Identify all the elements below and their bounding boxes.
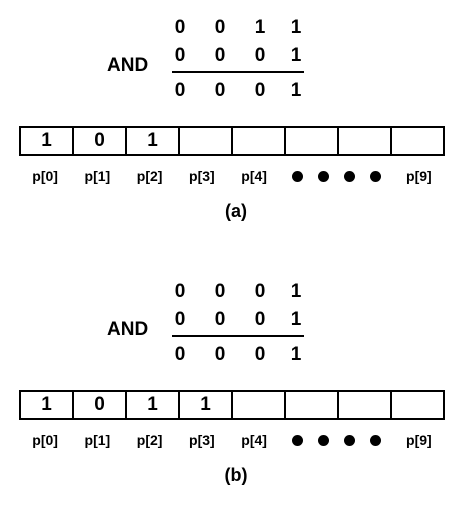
- operand-bit: 1: [290, 281, 302, 302]
- result-bit: 0: [214, 344, 226, 365]
- operand-bit: 0: [174, 309, 186, 330]
- index-label: p[0]: [32, 168, 58, 184]
- array-cell: [339, 392, 392, 418]
- result-bit: 0: [174, 344, 186, 365]
- dot-icon: [370, 170, 382, 182]
- dot-icon: [317, 434, 329, 446]
- array-cell: [286, 392, 339, 418]
- ellipsis-dots: [280, 430, 393, 450]
- result-bit: 0: [214, 80, 226, 101]
- operand-bit: 0: [174, 17, 186, 38]
- array-cell: 0: [74, 392, 127, 418]
- index-label: p[1]: [84, 168, 111, 184]
- and-operator-label: AND: [107, 55, 149, 76]
- operand-bit: 0: [214, 281, 226, 302]
- operand-2-row: 0 0 0 1: [170, 45, 310, 69]
- result-bit: 1: [290, 344, 302, 365]
- dot-icon: [317, 170, 329, 182]
- panel-b: AND 0 0 0 1 0 0 0 1 0 0 0 1 1 0 1 1 p[0]…: [0, 264, 472, 521]
- result-divider-line: [172, 335, 304, 337]
- operand-bit: 0: [214, 45, 226, 66]
- operand-bit: 1: [290, 45, 302, 66]
- array-p: 1 0 1 1: [19, 390, 445, 420]
- result-bit: 0: [254, 344, 266, 365]
- array-cell: 1: [21, 392, 74, 418]
- index-label: p[2]: [136, 432, 163, 448]
- array-cell: [392, 128, 443, 154]
- index-label: p[9]: [406, 168, 432, 184]
- result-bit: 0: [254, 80, 266, 101]
- operand-bit: 0: [214, 17, 226, 38]
- index-label: p[2]: [136, 168, 163, 184]
- operand-1-row: 0 0 0 1: [170, 281, 310, 305]
- index-label: p[1]: [84, 432, 111, 448]
- array-cell: 0: [74, 128, 127, 154]
- index-label: p[4]: [241, 432, 267, 448]
- operand-bit: 0: [254, 281, 266, 302]
- array-cell: 1: [127, 392, 180, 418]
- operand-bit: 0: [174, 281, 186, 302]
- panel-caption: (b): [224, 465, 248, 485]
- panel-caption: (a): [225, 201, 247, 221]
- dot-icon: [370, 434, 382, 446]
- index-label: p[3]: [189, 432, 215, 448]
- operand-bit: 0: [174, 45, 186, 66]
- array-cell: 1: [127, 128, 180, 154]
- result-bit: 0: [174, 80, 186, 101]
- array-cell: [392, 392, 443, 418]
- dot-icon: [344, 170, 356, 182]
- operand-bit: 1: [290, 17, 302, 38]
- operand-1-row: 0 0 1 1: [170, 17, 310, 41]
- operand-bit: 0: [254, 309, 266, 330]
- operand-bit: 0: [254, 45, 266, 66]
- operand-bit: 1: [254, 17, 266, 38]
- array-cell: 1: [21, 128, 74, 154]
- array-cell: 1: [180, 392, 233, 418]
- array-index-labels: p[0] p[1] p[2] p[3] p[4] p[9]: [19, 166, 445, 186]
- operand-bit: 1: [290, 309, 302, 330]
- array-index-labels: p[0] p[1] p[2] p[3] p[4] p[9]: [19, 430, 445, 450]
- dot-icon: [291, 170, 303, 182]
- result-divider-line: [172, 71, 304, 73]
- dot-icon: [291, 434, 303, 446]
- operand-2-row: 0 0 0 1: [170, 309, 310, 333]
- array-cell: [180, 128, 233, 154]
- ellipsis-dots: [280, 166, 393, 186]
- array-cell: [233, 392, 286, 418]
- operand-bit: 0: [214, 309, 226, 330]
- array-cell: [339, 128, 392, 154]
- array-cell: [233, 128, 286, 154]
- index-label: p[9]: [406, 432, 432, 448]
- array-p: 1 0 1: [19, 126, 445, 156]
- result-row: 0 0 0 1: [170, 80, 310, 104]
- index-label: p[4]: [241, 168, 267, 184]
- array-cell: [286, 128, 339, 154]
- dot-icon: [344, 434, 356, 446]
- result-row: 0 0 0 1: [170, 344, 310, 368]
- index-label: p[0]: [32, 432, 58, 448]
- index-label: p[3]: [189, 168, 215, 184]
- panel-a: AND 0 0 1 1 0 0 0 1 0 0 0 1 1 0 1 p[0] p…: [0, 0, 472, 257]
- and-operator-label: AND: [107, 319, 149, 340]
- result-bit: 1: [290, 80, 302, 101]
